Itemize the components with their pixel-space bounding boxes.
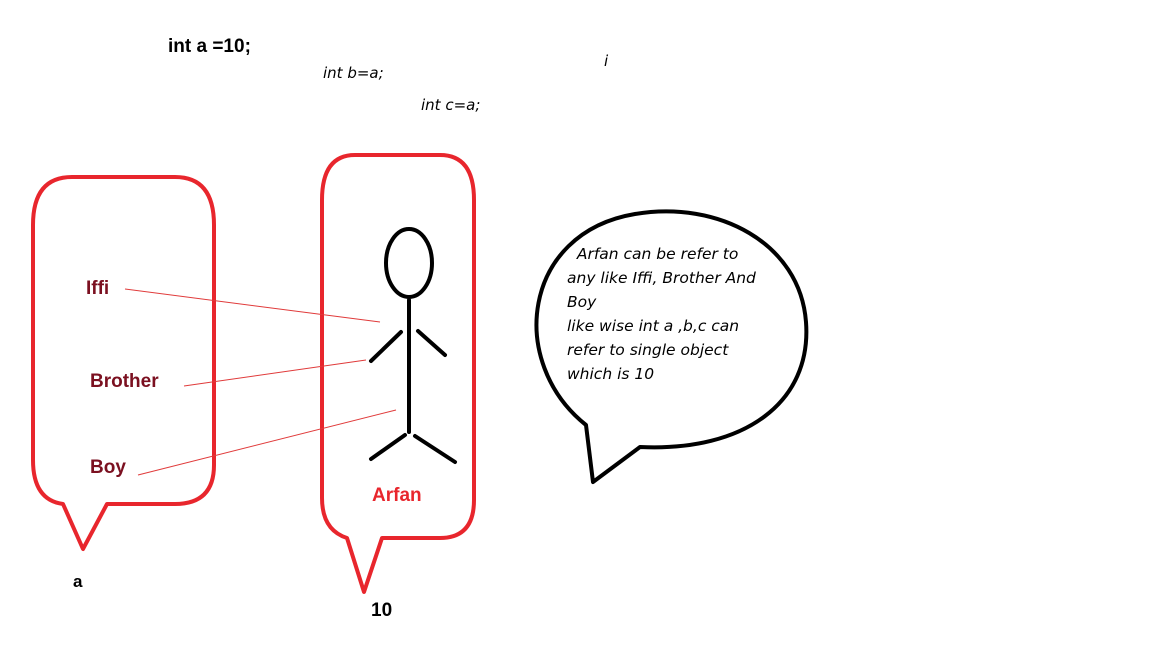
figure-left-leg bbox=[369, 433, 407, 461]
alias-label-brother: Brother bbox=[90, 371, 159, 392]
center-bubble-outline bbox=[320, 153, 476, 594]
speech-line-3: Boy bbox=[567, 293, 597, 311]
stray-character: i bbox=[604, 52, 609, 70]
speech-line-2: any like Iffi, Brother And bbox=[567, 269, 756, 287]
speech-line-6: which is 10 bbox=[567, 365, 655, 383]
alias-label-iffi: Iffi bbox=[86, 278, 110, 299]
connector-iffi bbox=[124, 288, 381, 323]
stick-figure bbox=[369, 227, 457, 464]
left-bubble-caption: a bbox=[73, 572, 83, 591]
code-line-a: int a =10; bbox=[168, 36, 251, 57]
left-bubble-outline bbox=[31, 175, 216, 551]
speech-bubble-text: Arfan can be refer to any like Iffi, Bro… bbox=[567, 242, 782, 386]
alias-label-boy: Boy bbox=[90, 457, 126, 478]
object-name-label: Arfan bbox=[372, 485, 422, 506]
code-line-b: int b=a; bbox=[323, 64, 384, 82]
connector-boy bbox=[137, 409, 397, 476]
connector-brother bbox=[183, 359, 367, 387]
center-bubble-caption: 10 bbox=[371, 600, 393, 621]
speech-line-1: Arfan can be refer to bbox=[567, 245, 739, 263]
figure-head bbox=[384, 227, 434, 299]
code-line-c: int c=a; bbox=[421, 96, 481, 114]
speech-line-4: like wise int a ,b,c can bbox=[567, 317, 740, 335]
speech-line-5: refer to single object bbox=[567, 341, 729, 359]
figure-right-arm bbox=[416, 329, 447, 357]
speech-bubble-outline bbox=[534, 209, 809, 484]
figure-right-leg bbox=[413, 434, 457, 464]
alias-connectors bbox=[124, 288, 397, 476]
figure-left-arm bbox=[369, 330, 403, 363]
